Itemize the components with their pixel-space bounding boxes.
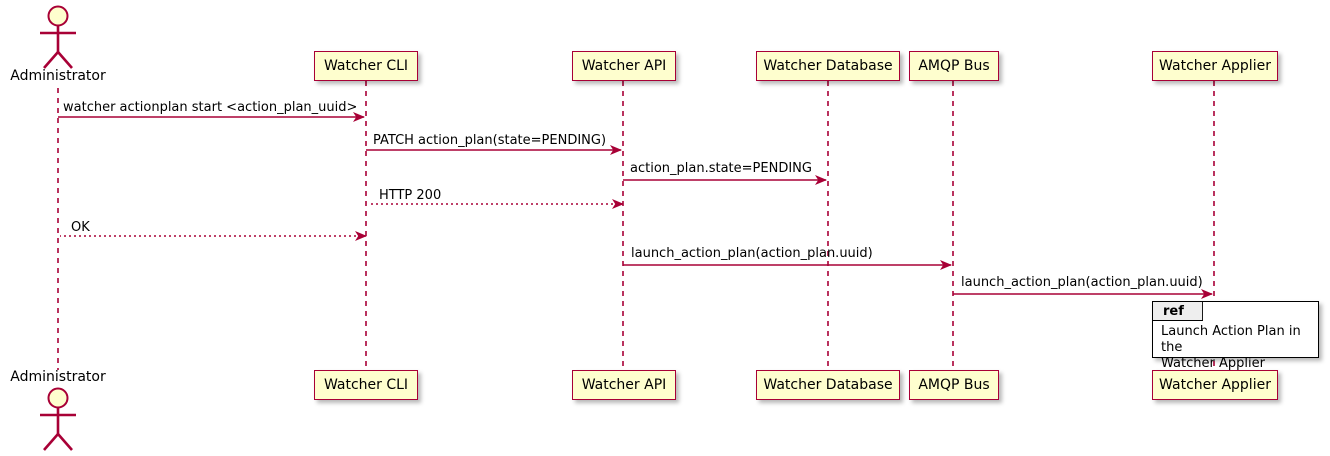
participant-watcher-cli-top[interactable]: Watcher CLI bbox=[314, 51, 418, 81]
message-label-1: watcher actionplan start <action_plan_uu… bbox=[63, 100, 358, 115]
actor-figure-bottom bbox=[40, 387, 76, 451]
participant-amqp-bus-top[interactable]: AMQP Bus bbox=[909, 51, 999, 81]
message-label-6: launch_action_plan(action_plan.uuid) bbox=[631, 246, 873, 261]
participant-watcher-applier-top[interactable]: Watcher Applier bbox=[1152, 51, 1278, 81]
participant-amqp-bus-bottom[interactable]: AMQP Bus bbox=[909, 370, 999, 400]
message-label-2: PATCH action_plan(state=PENDING) bbox=[373, 133, 607, 148]
ref-fragment-operator-tab: ref bbox=[1153, 302, 1203, 321]
message-label-7: launch_action_plan(action_plan.uuid) bbox=[961, 275, 1203, 290]
participant-watcher-cli-bottom[interactable]: Watcher CLI bbox=[314, 370, 418, 400]
participant-watcher-api-top[interactable]: Watcher API bbox=[572, 51, 676, 81]
actor-label-administrator-bottom: Administrator bbox=[10, 369, 106, 385]
participant-watcher-api-bottom[interactable]: Watcher API bbox=[572, 370, 676, 400]
participant-watcher-database-bottom[interactable]: Watcher Database bbox=[756, 370, 900, 400]
message-arrows bbox=[58, 112, 1213, 299]
actor-label-administrator-top: Administrator bbox=[10, 68, 106, 84]
message-label-3: action_plan.state=PENDING bbox=[630, 161, 812, 176]
actor-figure-top bbox=[40, 5, 76, 69]
message-label-4: HTTP 200 bbox=[379, 188, 442, 203]
ref-fragment[interactable]: ref Launch Action Plan in the Watcher Ap… bbox=[1152, 301, 1319, 371]
participant-watcher-applier-bottom[interactable]: Watcher Applier bbox=[1152, 370, 1278, 400]
lifelines bbox=[57, 81, 1215, 370]
participant-watcher-database-top[interactable]: Watcher Database bbox=[756, 51, 900, 81]
message-label-5: OK bbox=[71, 220, 90, 235]
ref-fragment-text: Launch Action Plan in the Watcher Applie… bbox=[1161, 324, 1301, 371]
